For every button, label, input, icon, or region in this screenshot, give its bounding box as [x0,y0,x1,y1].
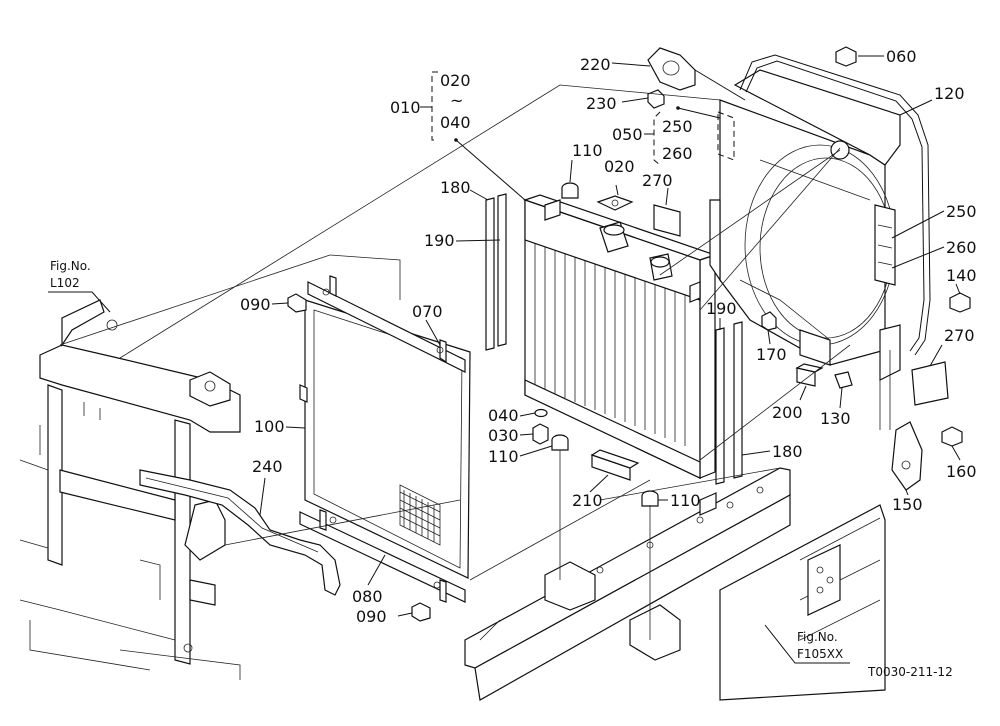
label-030: 030 [488,426,519,445]
pad-210 [590,449,640,481]
fig-ref-f105xx-number: F105XX [797,647,843,661]
seal-120 [739,54,931,356]
label-010: 010 [390,98,421,117]
bolt-090-lower [411,602,431,622]
fig-ref-l102: Fig.No. L102 [48,259,111,313]
label-250-right: 250 [946,202,977,221]
fig-ref-f105xx-title: Fig.No. [797,630,838,644]
radiator-assembly [523,194,717,479]
label-240: 240 [252,457,283,476]
bolt-060 [835,46,857,67]
block-270-right [911,361,949,406]
label-250-top: 250 [662,117,693,136]
bracket-150 [891,421,923,491]
label-020-cap: 020 [604,157,635,176]
label-090-lower: 090 [356,607,387,626]
label-180-right: 180 [772,442,803,461]
label-020-range-start: 020 [440,71,471,90]
label-190-right: 190 [706,299,737,318]
label-270-upper: 270 [642,171,673,190]
fig-ref-l102-title: Fig.No. [50,259,91,273]
seal-180-right [733,321,743,479]
alignment-lines [59,84,891,640]
block-200 [795,363,824,387]
bolt-090-upper [287,293,307,313]
label-040-range-end: 040 [440,113,471,132]
label-140: 140 [946,266,977,285]
nut-170 [761,311,777,331]
label-230: 230 [586,94,617,113]
label-190-left: 190 [424,231,455,250]
label-260-right: 260 [946,238,977,257]
fig-ref-l102-number: L102 [50,276,80,290]
label-210: 210 [572,491,603,510]
label-110-lower-left: 110 [488,447,519,466]
frame-assembly [19,299,241,680]
label-090-upper: 090 [240,295,271,314]
label-200: 200 [772,403,803,422]
label-100: 100 [254,417,285,436]
label-270-right: 270 [944,326,975,345]
label-080: 080 [352,587,383,606]
washer-040 [534,408,548,418]
label-070: 070 [412,302,443,321]
drawing-code: T0030-211-12 [867,665,953,679]
label-130: 130 [820,409,851,428]
seal-190-right [715,327,725,485]
hose-240 [139,469,341,596]
label-260-top: 260 [662,144,693,163]
chassis-frame [464,467,886,701]
bolt-140 [949,292,971,313]
label-110-lower-right: 110 [670,491,701,510]
label-050: 050 [612,125,643,144]
label-range-tilde: ~ [450,91,463,110]
grommet-230 [647,89,665,109]
fig-ref-f105xx: Fig.No. F105XX [764,624,850,664]
mount-110-lower-right [641,490,659,507]
drain-plug-030 [532,423,549,445]
label-040: 040 [488,406,519,425]
label-120: 120 [934,84,965,103]
seal-190-left [497,193,507,347]
clip-130 [834,371,853,389]
label-170: 170 [756,345,787,364]
label-110-top: 110 [572,141,603,160]
part-labels: 010 020 ~ 040 220 060 230 250 050 260 12… [240,47,977,626]
fan-shroud-assembly [709,69,901,381]
seal-180-left [485,197,495,351]
bracket-080 [299,509,466,603]
cap-020 [596,195,634,211]
screen-100 [299,299,471,579]
bolt-160 [941,426,963,447]
bracket-070 [307,275,466,373]
cover-220 [647,47,696,91]
label-220: 220 [580,55,611,74]
label-150: 150 [892,495,923,514]
mount-110-lower-left [551,434,569,451]
label-060: 060 [886,47,917,66]
label-160: 160 [946,462,977,481]
mount-110-upper [561,182,579,199]
block-270-upper [653,204,681,237]
label-180-left: 180 [440,178,471,197]
leader-lines [259,55,961,617]
